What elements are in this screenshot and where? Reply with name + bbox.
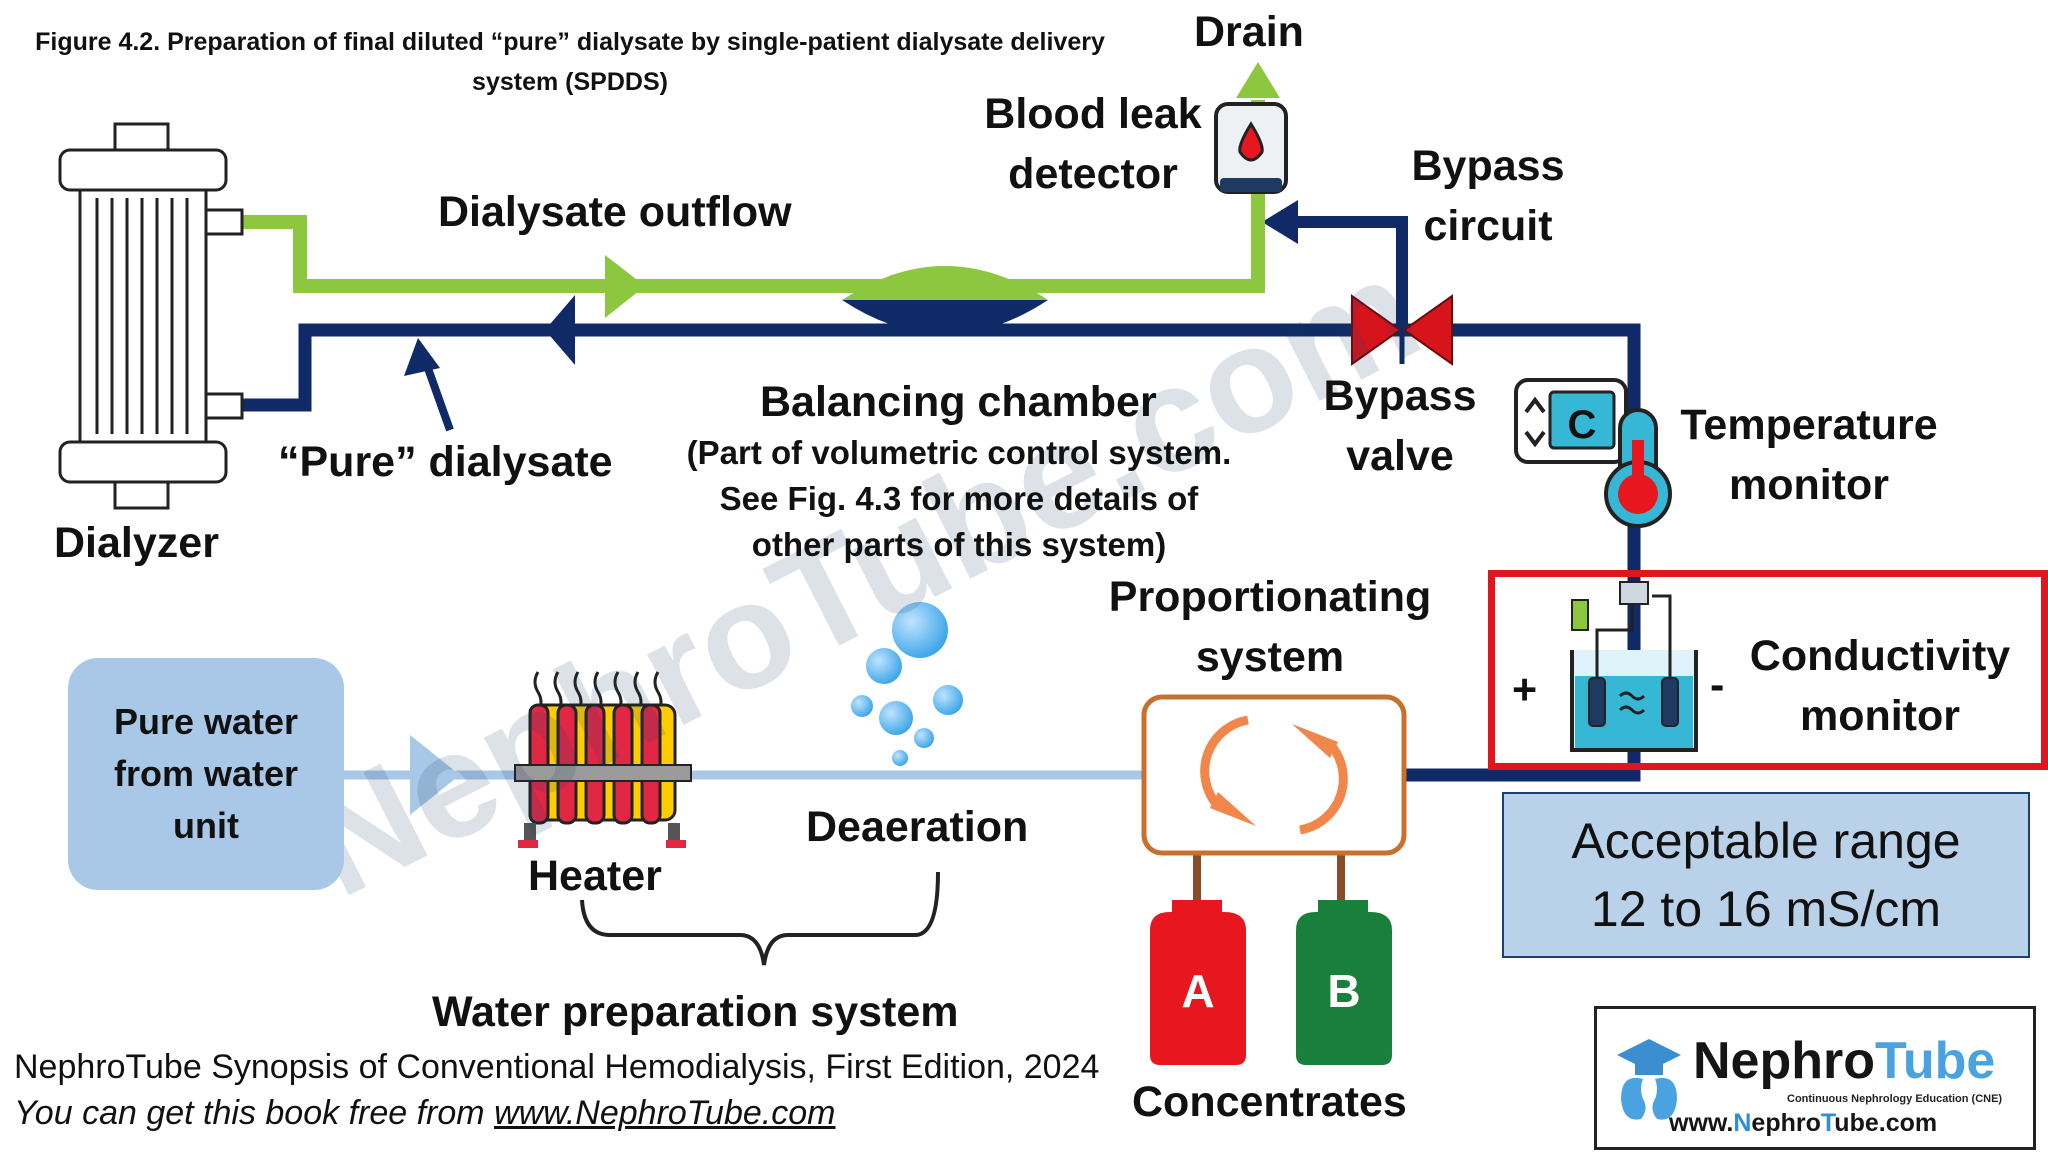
- bypass-circuit-line1: Bypass: [1411, 142, 1565, 190]
- bubbles-icon: [851, 602, 963, 766]
- figure-title: Figure 4.2. Preparation of final diluted…: [20, 22, 1120, 102]
- dialyzer-label: Dialyzer: [54, 519, 219, 567]
- temperature-unit-label: C: [1568, 403, 1597, 447]
- logo-tagline: Continuous Nephrology Education (CNE): [1787, 1093, 2003, 1105]
- conductivity-line2: monitor: [1799, 692, 1961, 740]
- pure-water-source-box: Pure water from water unit: [68, 658, 344, 890]
- pure-water-label: Pure water from water unit: [113, 701, 299, 846]
- blood-leak-line1: Blood leak: [984, 90, 1202, 138]
- bypass-circuit: [1262, 200, 1408, 330]
- balancing-note-line1: (Part of volumetric control system.: [686, 434, 1232, 471]
- conductivity-plus-sign: +: [1512, 666, 1538, 714]
- blood-leak-line2: detector: [1008, 150, 1178, 198]
- logo-url-www: www.: [1669, 1109, 1734, 1137]
- thermometer-icon: C: [1514, 378, 1672, 528]
- logo-wordmark-tube: Tube: [1875, 1032, 1996, 1090]
- conductivity-line1: Conductivity: [1749, 632, 2011, 680]
- logo-wordmark-nephro: Nephro: [1693, 1032, 1875, 1090]
- balancing-chamber: [842, 266, 1048, 334]
- proportionating-line1: Proportionating: [1108, 573, 1432, 621]
- water-preparation-brace: [580, 871, 940, 966]
- temperature-monitor-line1: Temperature: [1680, 401, 1938, 449]
- balancing-chamber-label: Balancing chamber: [760, 378, 1157, 426]
- logo-url: www.NephroTube.com: [1669, 1109, 1937, 1138]
- temperature-monitor-label: Temperature monitor: [1664, 395, 1954, 515]
- concentrate-tank-a: A: [1150, 900, 1246, 1065]
- bypass-circuit-label: Bypass circuit: [1398, 136, 1578, 256]
- acceptable-range-box: Acceptable range 12 to 16 mS/cm: [1502, 792, 2030, 958]
- bypass-valve-line2: valve: [1346, 432, 1454, 480]
- water-preparation-label: Water preparation system: [432, 988, 959, 1036]
- dialysate-outflow-line: [240, 62, 1280, 318]
- heater-label: Heater: [528, 852, 662, 900]
- logo-url-ube: ube.com: [1834, 1109, 1938, 1137]
- balancing-note-line3: other parts of this system): [751, 526, 1167, 563]
- pure-dialysate-label: “Pure” dialysate: [278, 438, 613, 486]
- dialyzer-icon: [58, 122, 244, 510]
- blood-leak-detector-icon: [1214, 102, 1288, 194]
- temperature-monitor-line2: monitor: [1728, 461, 1890, 509]
- concentrate-tank-b: B: [1296, 900, 1392, 1065]
- bypass-circuit-line2: circuit: [1423, 202, 1553, 250]
- deaeration-label: Deaeration: [806, 803, 1029, 851]
- proportionating-system-icon: [1141, 694, 1407, 856]
- nephrotube-logo: NephroTube Continuous Nephrology Educati…: [1594, 1006, 2036, 1150]
- book-availability: You can get this book free from www.Neph…: [14, 1090, 835, 1136]
- logo-url-ephro: ephro: [1751, 1109, 1821, 1137]
- bypass-valve-label: Bypass valve: [1310, 366, 1490, 486]
- acceptable-range-label: Acceptable range: [1571, 813, 1961, 869]
- proportionating-line2: system: [1195, 633, 1345, 681]
- logo-url-t: T: [1820, 1109, 1835, 1137]
- kidney-graduation-cap-icon: [1617, 1039, 1681, 1120]
- book-citation: NephroTube Synopsis of Conventional Hemo…: [14, 1048, 1100, 1086]
- conductivity-probe-icon: [1570, 581, 1698, 752]
- dialysate-outflow-label: Dialysate outflow: [438, 188, 792, 236]
- heater-icon: [514, 671, 692, 848]
- acceptable-range-value: 12 to 16 mS/cm: [1590, 881, 1942, 937]
- nephrotube-link[interactable]: www.NephroTube.com: [494, 1094, 836, 1132]
- conductivity-minus-sign: -: [1710, 661, 1725, 709]
- logo-wordmark: NephroTube: [1693, 1031, 1995, 1091]
- blood-leak-detector-label: Blood leak detector: [968, 84, 1218, 204]
- concentrate-a-label: A: [1181, 965, 1214, 1017]
- drain-label: Drain: [1194, 8, 1304, 56]
- proportionating-system-label: Proportionating system: [1100, 567, 1440, 687]
- conductivity-monitor-frame: [1488, 570, 2048, 770]
- figure-title-line1: Figure 4.2. Preparation of final diluted…: [35, 28, 1105, 56]
- balancing-note-line2: See Fig. 4.3 for more details of: [719, 480, 1199, 517]
- concentrate-b-label: B: [1327, 965, 1360, 1017]
- pure-water-line: [340, 735, 1150, 815]
- book-availability-prefix: You can get this book free from: [14, 1094, 495, 1132]
- logo-url-n: N: [1733, 1109, 1752, 1137]
- conductivity-monitor-label: Conductivity monitor: [1740, 626, 2020, 746]
- bypass-valve-line1: Bypass: [1323, 372, 1477, 420]
- concentrates-label: Concentrates: [1132, 1078, 1407, 1126]
- bypass-valve-icon: [1351, 294, 1453, 366]
- balancing-chamber-note: (Part of volumetric control system. See …: [684, 430, 1234, 568]
- figure-title-line2: system (SPDDS): [472, 68, 668, 96]
